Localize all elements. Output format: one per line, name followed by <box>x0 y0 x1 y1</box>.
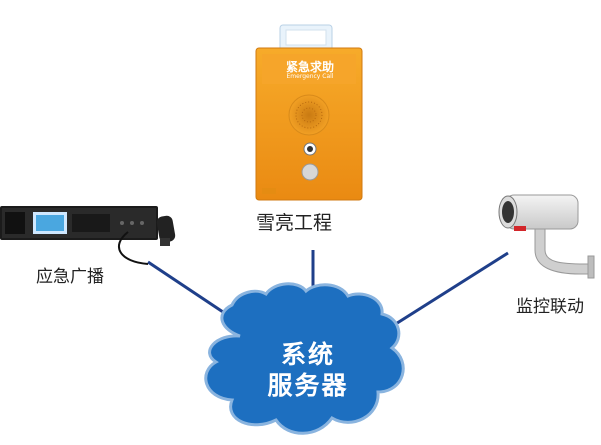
server-label-line1: 系统 <box>263 340 353 370</box>
help-point-subtitle: Emergency Call <box>260 73 360 80</box>
help-point-device <box>256 25 362 200</box>
server-label-line2: 服务器 <box>252 371 364 401</box>
xueliang-label: 雪亮工程 <box>256 208 332 235</box>
link-monitor-server <box>383 253 508 332</box>
camera-icon <box>499 195 594 278</box>
broadcast-label: 应急广播 <box>36 262 104 287</box>
monitor-label: 监控联动 <box>516 292 584 317</box>
broadcast-device <box>0 206 158 240</box>
